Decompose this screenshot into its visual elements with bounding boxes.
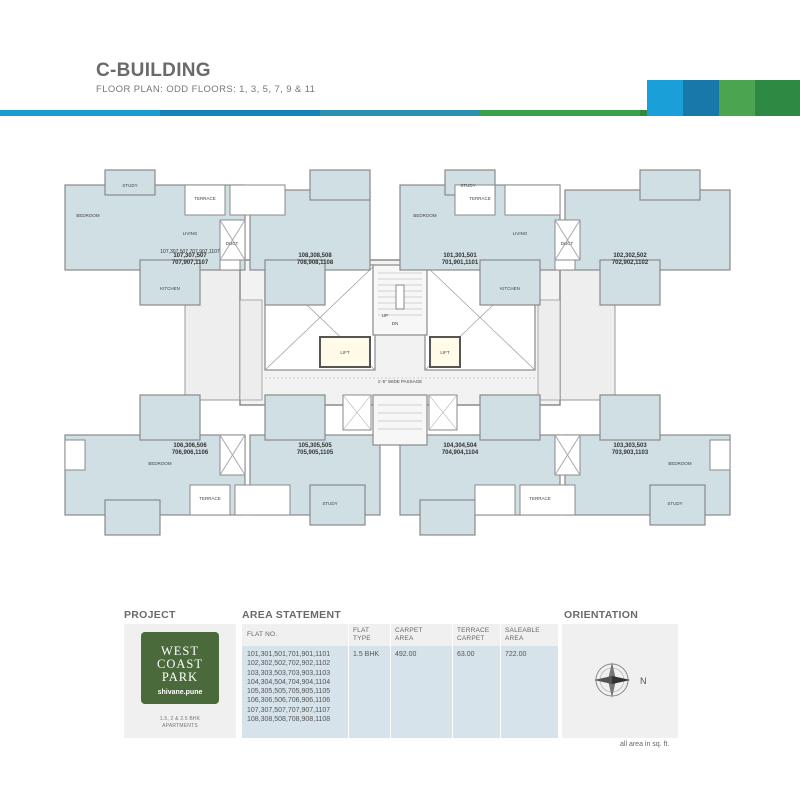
room-label-kitchen: KITCHEN <box>500 286 520 291</box>
header-tile-2 <box>683 80 719 116</box>
area-statement-heading: AREA STATEMENT <box>242 609 342 621</box>
room-label-bedroom: BEDROOM <box>76 213 100 218</box>
room-label-study: STUDY <box>322 501 337 506</box>
room-label-study: STUDY <box>460 183 475 188</box>
page-subtitle: FLOOR PLAN: ODD FLOORS: 1, 3, 5, 7, 9 & … <box>96 84 316 95</box>
column-header-saleable-area: SALEABLE AREA <box>505 627 540 642</box>
room-label-duct: DUCT <box>561 241 574 246</box>
flat-label-107: 107,307,507 707,907,1107 <box>160 249 220 255</box>
room-label-bedroom: BEDROOM <box>148 461 172 466</box>
room-label-duct: DUCT <box>226 241 239 246</box>
orientation-heading: ORIENTATION <box>564 609 639 621</box>
passage-label: 1'-5" WIDE PASSAGE <box>378 379 422 384</box>
room-label-lift: LIFT <box>340 350 350 355</box>
logo-line-2: COAST <box>157 657 203 671</box>
room-label-terrace: TERRACE <box>469 196 491 201</box>
room-label-dn: DN <box>392 321 399 326</box>
west-coast-park-logo: WEST COAST PARK shivane.pune <box>141 632 219 704</box>
project-heading: PROJECT <box>124 609 176 621</box>
room-label-living: LIVING <box>513 231 528 236</box>
saleable-area-cell: 722.00 <box>505 651 527 658</box>
column-separator <box>390 624 391 738</box>
room-label-kitchen: KITCHEN <box>160 286 180 291</box>
terrace-carpet-cell: 63.00 <box>457 651 475 658</box>
logo-line-3: PARK <box>161 670 199 684</box>
room-label-terrace: TERRACE <box>194 196 216 201</box>
room-label-study: STUDY <box>667 501 682 506</box>
room-label-bedroom: BEDROOM <box>668 461 692 466</box>
column-separator <box>452 624 453 738</box>
logo-tagline: shivane.pune <box>157 689 203 696</box>
north-label: N <box>640 676 647 686</box>
column-separator <box>500 624 501 738</box>
room-label-lift: LIFT <box>440 350 450 355</box>
room-label-living: LIVING <box>183 231 198 236</box>
column-header-flat-type: FLAT TYPE <box>353 627 371 642</box>
room-label-bedroom: BEDROOM <box>413 213 437 218</box>
flat-numbers-cell: 101,301,501,701,901,1101 102,302,502,702… <box>247 651 331 724</box>
compass-icon <box>594 662 630 698</box>
project-caption-line-2: APARTMENTS <box>162 723 198 729</box>
column-header-carpet-area: CARPET AREA <box>395 627 423 642</box>
room-label-up: UP <box>382 313 388 318</box>
header-tile-1 <box>647 80 683 116</box>
column-header-terrace-carpet: TERRACE CARPET <box>457 627 490 642</box>
carpet-area-cell: 492.00 <box>395 651 417 658</box>
project-caption-line-1: 1.5, 2 & 2.5 BHK <box>159 716 201 722</box>
column-header-flat-no: FLAT NO. <box>247 631 278 638</box>
room-label-terrace: TERRACE <box>199 496 221 501</box>
project-box: WEST COAST PARK shivane.pune 1.5, 2 & 2.… <box>124 624 236 738</box>
logo-line-1: WEST <box>160 644 200 658</box>
project-caption: 1.5, 2 & 2.5 BHK APARTMENTS <box>124 716 236 730</box>
column-separator <box>348 624 349 738</box>
area-unit-footnote: all area in sq. ft. <box>620 741 670 748</box>
header-tile-3 <box>719 80 755 116</box>
area-statement-data-band <box>242 646 558 738</box>
page-title: C-BUILDING <box>96 60 211 81</box>
orientation-box <box>562 624 678 738</box>
header-tile-4 <box>755 80 800 116</box>
flat-type-cell: 1.5 BHK <box>353 651 380 658</box>
room-label-terrace: TERRACE <box>529 496 551 501</box>
room-label-study: STUDY <box>122 183 137 188</box>
